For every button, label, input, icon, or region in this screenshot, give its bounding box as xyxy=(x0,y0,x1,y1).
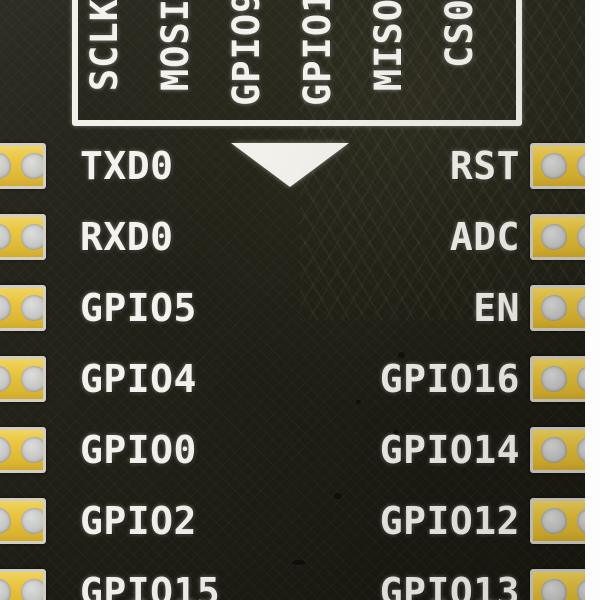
pin-label-rxd0: RXD0 xyxy=(80,215,174,259)
pad-hole-icon xyxy=(21,579,43,600)
pin-label-txd0: TXD0 xyxy=(80,144,174,188)
surface-speck xyxy=(292,560,305,565)
surface-speck xyxy=(356,400,361,404)
surface-speck xyxy=(393,430,399,435)
pad-hole-icon xyxy=(541,508,567,534)
pad-hole-icon xyxy=(0,508,11,534)
pad-hole-icon xyxy=(21,437,43,463)
pin-label-gpio2: GPIO2 xyxy=(80,499,197,543)
pad-hole-icon xyxy=(21,295,43,321)
pin-label-gpio12: GPIO12 xyxy=(379,499,520,543)
pad-hole-icon xyxy=(541,153,567,179)
pad-hole-icon xyxy=(0,579,11,600)
pin-label-gpio5: GPIO5 xyxy=(80,286,197,330)
surface-speck xyxy=(398,352,405,358)
pin-label-adc: ADC xyxy=(449,215,520,259)
pad-hole-icon xyxy=(541,366,567,392)
pad-hole-icon xyxy=(541,437,567,463)
solder-pad-left-3 xyxy=(0,285,46,331)
pin-label-gpio14: GPIO14 xyxy=(379,428,520,472)
top-pin-label-cs0: CS0 xyxy=(438,0,481,68)
direction-triangle-icon xyxy=(231,143,349,187)
pin-label-gpio0: GPIO0 xyxy=(80,428,197,472)
pin-label-gpio16: GPIO16 xyxy=(379,357,520,401)
solder-pad-left-7 xyxy=(0,569,46,600)
page-margin xyxy=(585,0,600,600)
pin-label-gpio4: GPIO4 xyxy=(80,357,197,401)
pad-hole-icon xyxy=(0,153,11,179)
pad-hole-icon xyxy=(0,295,11,321)
pad-hole-icon xyxy=(541,295,567,321)
pin-label-rst: RST xyxy=(449,144,520,188)
solder-pad-left-6 xyxy=(0,498,46,544)
pad-hole-icon xyxy=(0,366,11,392)
surface-speck xyxy=(334,493,342,499)
silkscreen-module-outline xyxy=(72,0,522,126)
solder-pad-left-2 xyxy=(0,214,46,260)
pcb-substrate xyxy=(0,0,585,600)
pad-hole-icon xyxy=(21,224,43,250)
pad-hole-icon xyxy=(21,366,43,392)
solder-pad-left-1 xyxy=(0,143,46,189)
pad-hole-icon xyxy=(0,224,11,250)
pin-label-gpio13: GPIO13 xyxy=(379,570,520,600)
pad-hole-icon xyxy=(21,153,43,179)
solder-pad-left-4 xyxy=(0,356,46,402)
pad-hole-icon xyxy=(541,224,567,250)
solder-pad-left-5 xyxy=(0,427,46,473)
pad-hole-icon xyxy=(0,437,11,463)
pad-hole-icon xyxy=(541,579,567,600)
pin-label-en: EN xyxy=(473,286,520,330)
pin-label-gpio15: GPIO15 xyxy=(80,570,221,600)
pad-hole-icon xyxy=(21,508,43,534)
